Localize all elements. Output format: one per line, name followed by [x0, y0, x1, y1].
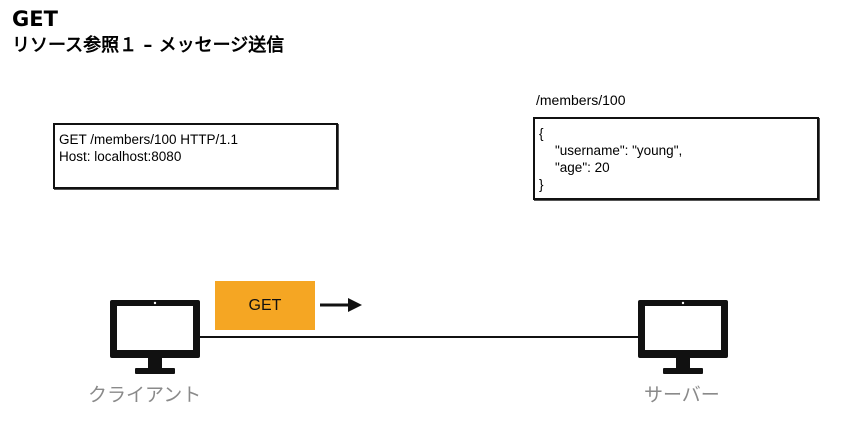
request-host-header: Host: localhost:8080 — [59, 149, 182, 164]
http-method-badge: GET — [215, 281, 315, 330]
http-request-message: GET /members/100 HTTP/1.1 Host: localhos… — [53, 123, 338, 189]
json-username: "username": "young", — [555, 143, 683, 158]
slide-subtitle: リソース参照１ – メッセージ送信 — [12, 35, 285, 56]
http-method-label: GET — [248, 296, 282, 314]
resource-json: { "username": "young", "age": 20 } — [533, 117, 819, 200]
json-close-brace: } — [539, 177, 544, 192]
arrow-right-icon — [320, 298, 362, 312]
slide-title: GET — [12, 7, 58, 31]
client-label: クライアント — [88, 384, 202, 406]
request-line: GET /members/100 HTTP/1.1 — [59, 132, 239, 147]
server-label: サーバー — [644, 384, 720, 406]
monitor-icon — [110, 300, 200, 374]
json-age: "age": 20 — [555, 160, 610, 175]
json-open-brace: { — [539, 126, 544, 141]
network-connection-line — [196, 336, 640, 338]
resource-path: /members/100 — [536, 92, 626, 108]
monitor-icon — [638, 300, 728, 374]
